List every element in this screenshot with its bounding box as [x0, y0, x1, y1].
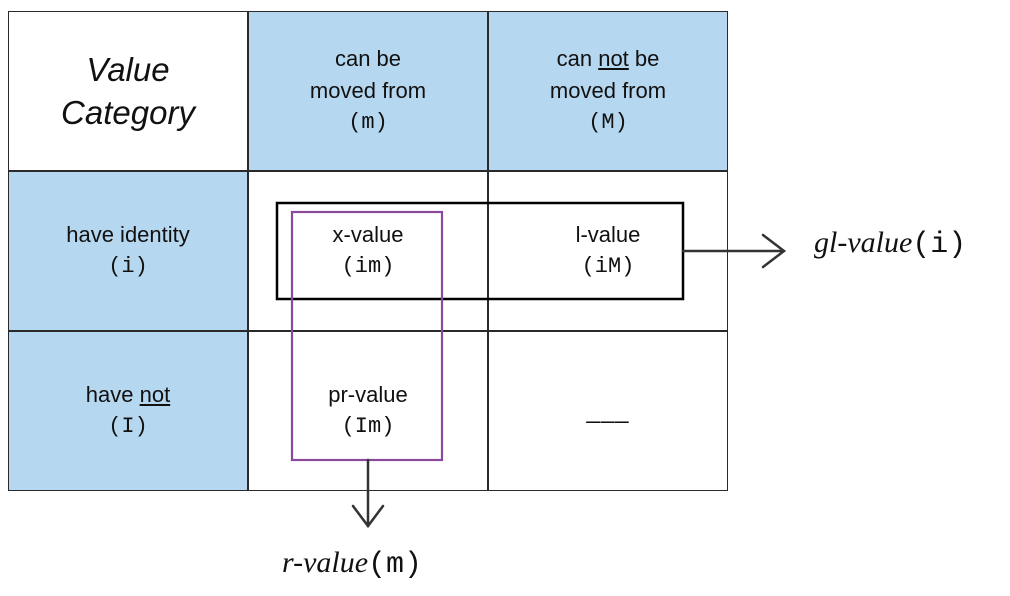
- prvalue-name: pr-value: [328, 382, 408, 407]
- grid-hline-2: [8, 330, 728, 332]
- xvalue-cell: x-value (im): [248, 171, 488, 331]
- rvalue-label: r-value(m): [282, 546, 422, 582]
- title-line1: Value: [86, 51, 170, 88]
- row-no-identity-line1: have not: [85, 382, 171, 407]
- glvalue-label: gl-value(i): [814, 226, 966, 262]
- header-not-movable-line2: moved from: [549, 78, 667, 103]
- rvalue-code: (m): [368, 548, 423, 582]
- prvalue-cell: pr-value (Im): [248, 331, 488, 491]
- rvalue-box: [290, 210, 444, 462]
- rvalue-name: r-value: [282, 546, 369, 579]
- header-not-movable: can not be moved from (M): [488, 11, 728, 171]
- title-cell: Value Category: [8, 11, 248, 171]
- empty-placeholder: ___: [586, 397, 630, 424]
- header-movable-code: (m): [348, 110, 388, 135]
- lvalue-name: l-value: [575, 222, 641, 247]
- grid-vline-2: [487, 11, 489, 491]
- glvalue-box: [275, 201, 685, 301]
- xvalue-code: (im): [341, 254, 395, 279]
- header-not-movable-code: (M): [588, 110, 628, 135]
- row-identity-code: (i): [108, 254, 148, 279]
- grid-vline-1: [247, 11, 249, 491]
- header-not-movable-line1: can not be: [556, 46, 660, 71]
- glvalue-code: (i): [912, 228, 967, 262]
- rvalue-arrow: [351, 458, 385, 529]
- header-movable: can be moved from (m): [248, 11, 488, 171]
- lvalue-code: (iM): [581, 254, 635, 279]
- grid-hline-1: [8, 170, 728, 172]
- row-identity-header: have identity (i): [8, 171, 248, 331]
- row-no-identity-header: have not (I): [8, 331, 248, 491]
- lvalue-cell: l-value (iM): [488, 171, 728, 331]
- row-no-identity-code: (I): [108, 414, 148, 439]
- header-movable-line2: moved from: [309, 78, 427, 103]
- prvalue-code: (Im): [341, 414, 395, 439]
- glvalue-arrow: [681, 233, 787, 269]
- glvalue-name: gl-value: [814, 226, 913, 259]
- xvalue-name: x-value: [332, 222, 404, 247]
- row-identity-line1: have identity: [66, 222, 190, 247]
- header-movable-line1: can be: [334, 46, 402, 71]
- empty-cell: ___: [488, 331, 728, 491]
- title-line2: Category: [61, 94, 195, 131]
